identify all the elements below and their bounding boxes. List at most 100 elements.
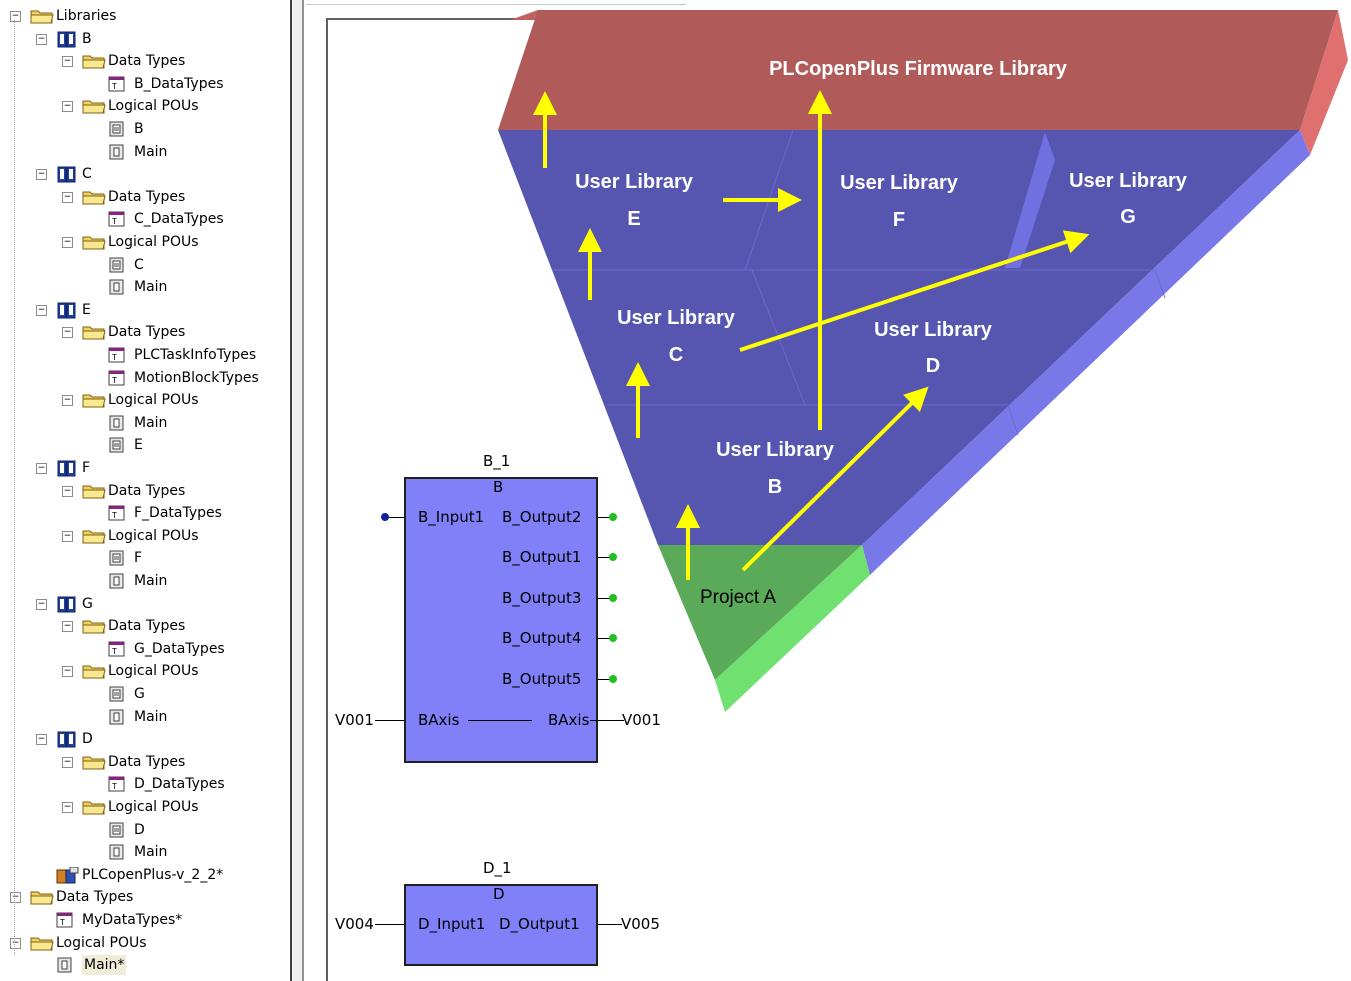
tree-item[interactable]: Main	[0, 842, 290, 862]
tree-expander-icon[interactable]: −	[36, 734, 47, 746]
tree-expander-icon[interactable]: −	[10, 11, 21, 22]
tree-expander-icon[interactable]: −	[62, 756, 73, 768]
fb-d-output-wire	[598, 924, 622, 925]
fb-b-input1-label: B_Input1	[418, 508, 485, 526]
tree-item[interactable]: F	[0, 548, 290, 568]
folder-icon	[82, 663, 106, 679]
tree-item[interactable]: E	[0, 435, 290, 455]
tree-item[interactable]: Main	[0, 571, 290, 591]
tree-item[interactable]: −Logical POUs	[0, 933, 290, 953]
tree-expander-icon[interactable]: −	[62, 621, 73, 633]
tree-item[interactable]: −C	[0, 164, 290, 184]
tree-item[interactable]: Main*	[0, 955, 290, 976]
pou-program-icon	[56, 957, 74, 973]
tree-expander-icon[interactable]: −	[62, 802, 73, 813]
fb-b-input-pin[interactable]	[381, 513, 389, 521]
tree-item[interactable]: − Data Types	[0, 51, 290, 71]
tree-expander-icon[interactable]: −	[62, 485, 73, 497]
fb-d-var-left[interactable]: V004	[335, 915, 374, 933]
tree-item[interactable]: Main	[0, 707, 290, 727]
fb-b-output-pin[interactable]	[609, 513, 617, 521]
tree-item[interactable]: −B	[0, 29, 290, 49]
tree-item[interactable]: C	[0, 255, 290, 275]
tree-expander-icon[interactable]: −	[36, 304, 47, 316]
tree-expander-icon[interactable]: −	[62, 530, 73, 542]
tree-item[interactable]: −Data Types	[0, 616, 290, 636]
fb-b-output-pin[interactable]	[609, 594, 617, 602]
tree-item[interactable]: −Logical POUs	[0, 661, 290, 681]
tree-expander-icon[interactable]: −	[10, 937, 21, 949]
pou-fb-icon	[108, 550, 126, 566]
folder-icon	[82, 234, 106, 250]
tree-item-label: Logical POUs	[108, 392, 199, 409]
tree-item[interactable]: − Data Types	[0, 887, 290, 907]
tree-expander-icon[interactable]: −	[62, 395, 73, 407]
folder-icon	[82, 53, 106, 69]
tree-item[interactable]: −Data Types	[0, 752, 290, 772]
tree-item[interactable]: PLCopenPlus-v_2_2*	[0, 865, 290, 885]
editor-border	[306, 4, 686, 5]
tree-expander-icon[interactable]: −	[36, 169, 47, 181]
tree-item[interactable]: Main	[0, 413, 290, 433]
fb-d-instance-name[interactable]: D_1	[483, 859, 512, 877]
tree-item[interactable]: G	[0, 684, 290, 704]
tree-item[interactable]: −Logical POUs	[0, 96, 290, 116]
tree-guide-line	[14, 20, 15, 955]
tree-expander-icon[interactable]: −	[36, 598, 47, 610]
fb-b-input-wire	[386, 517, 404, 518]
tree-item[interactable]: D	[0, 820, 290, 840]
tree-expander-icon[interactable]: −	[62, 101, 73, 113]
tree-expander-icon[interactable]: −	[62, 327, 73, 339]
tree-expander-icon[interactable]: −	[62, 191, 73, 203]
tree-item[interactable]: −G	[0, 594, 290, 614]
tree-item[interactable]: −F	[0, 458, 290, 478]
folder-icon	[82, 754, 106, 770]
fb-b-var-right[interactable]: V001	[622, 711, 661, 729]
tree-expander-icon[interactable]: −	[36, 33, 47, 45]
tree-item[interactable]: −E	[0, 300, 290, 320]
tree-item[interactable]: B	[0, 119, 290, 139]
tree-item-label: Main	[134, 143, 168, 160]
tree-item[interactable]: −Logical POUs	[0, 232, 290, 252]
tree-item[interactable]: − Logical POUs	[0, 390, 290, 410]
tree-expander-icon[interactable]: −	[62, 666, 73, 678]
library-book-icon	[56, 31, 76, 48]
tree-item-label: G	[134, 686, 145, 702]
tree-item[interactable]: − Data Types	[0, 187, 290, 207]
fb-b-output-pin[interactable]	[609, 675, 617, 683]
tree-expander-icon[interactable]: −	[62, 56, 73, 68]
fb-b-var-left[interactable]: V001	[335, 711, 374, 729]
pane-splitter[interactable]	[290, 0, 304, 981]
pou-program-icon	[108, 844, 126, 860]
tree-item[interactable]: Main	[0, 142, 290, 162]
fb-d-var-right[interactable]: V005	[621, 915, 660, 933]
tree-item[interactable]: −Logical POUs	[0, 797, 290, 817]
tree-item[interactable]: −D	[0, 729, 290, 749]
tree-item-label: Data Types	[56, 889, 134, 906]
tree-item[interactable]: Main	[0, 277, 290, 297]
tree-expander-icon[interactable]: −	[36, 463, 47, 474]
tree-item[interactable]: −Logical POUs	[0, 526, 290, 546]
tree-expander-icon[interactable]: −	[62, 237, 73, 248]
fb-b-output-label: B_Output4	[502, 629, 582, 647]
fb-b-output-pin[interactable]	[609, 553, 617, 561]
tree-item[interactable]: −Libraries	[0, 6, 290, 26]
folder-icon	[82, 98, 106, 114]
tree-item[interactable]: −Data Types	[0, 481, 290, 501]
folder-icon	[82, 483, 106, 499]
function-block-d[interactable]	[404, 884, 598, 966]
tree-item-label: Data Types	[108, 53, 186, 70]
tree-item[interactable]: −Data Types	[0, 322, 290, 342]
tree-item-label: Data Types	[108, 188, 186, 205]
fb-b-instance-name[interactable]: B_1	[483, 452, 511, 470]
tree-expander-icon[interactable]: −	[10, 892, 21, 904]
fb-b-output-pin[interactable]	[609, 634, 617, 642]
